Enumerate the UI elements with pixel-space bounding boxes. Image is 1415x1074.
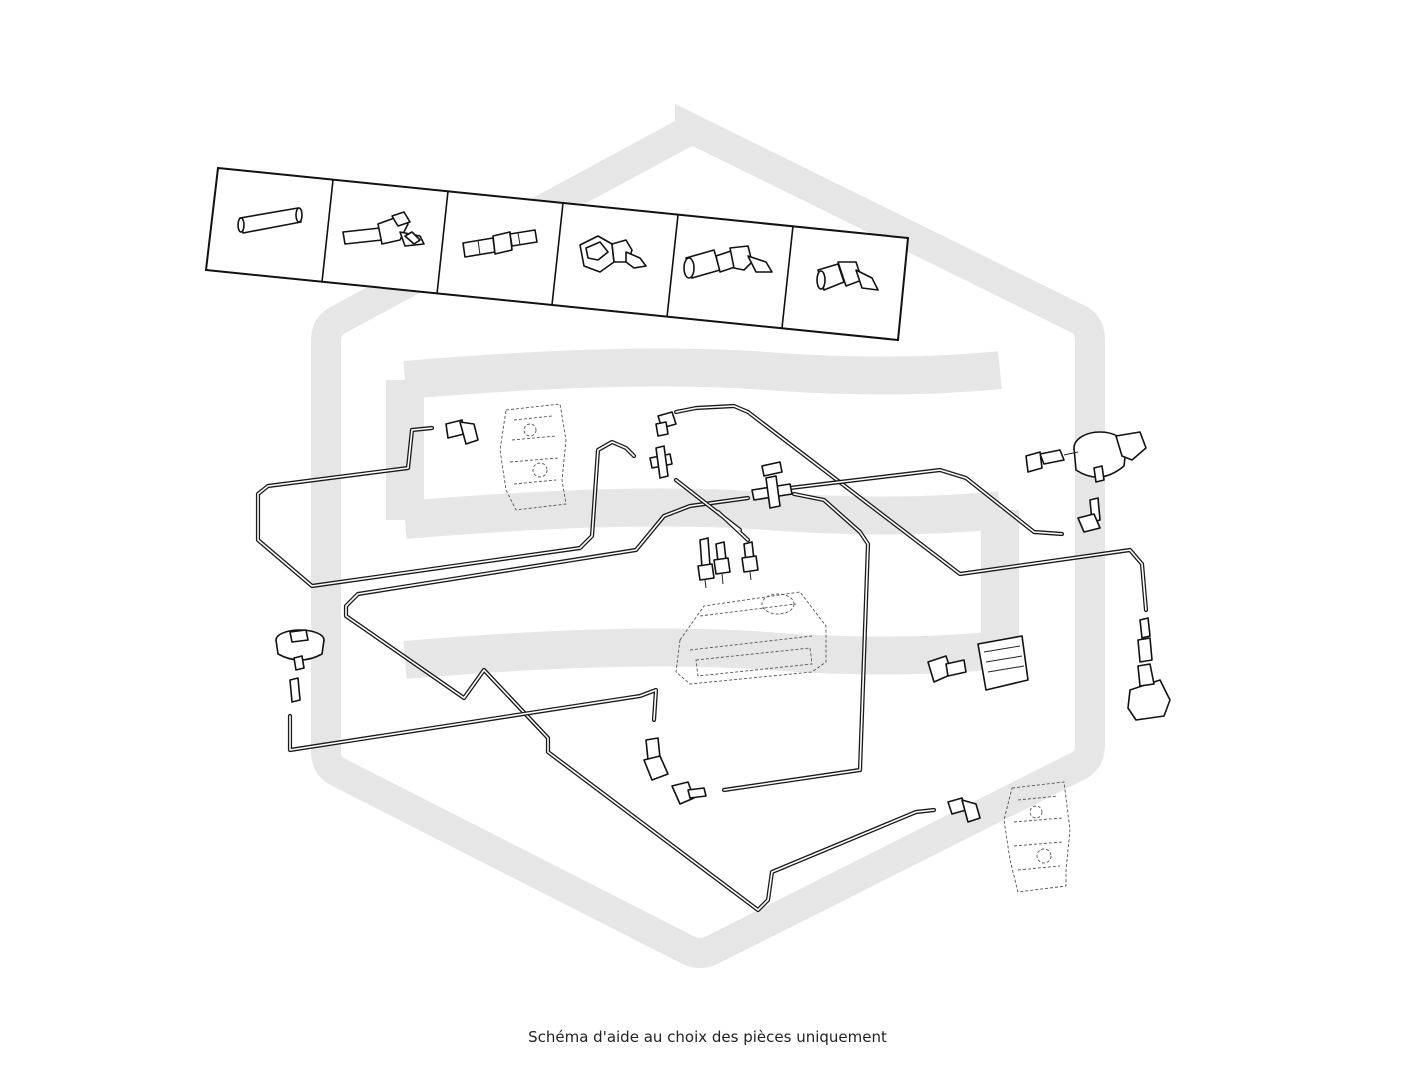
engine-block-right-icon bbox=[1003, 781, 1071, 893]
elbow-reducer-connector-icon bbox=[342, 211, 425, 247]
straight-reducer-connector-icon bbox=[462, 229, 538, 258]
elbow-fitting-lower-icon bbox=[643, 737, 707, 805]
tee-fitting-upper-icon bbox=[649, 445, 673, 479]
tee-fitting-center-icon bbox=[751, 475, 793, 509]
control-unit-icon bbox=[675, 591, 827, 685]
vacuum-actuator-left-icon bbox=[275, 629, 325, 703]
brand-logo-watermark-icon bbox=[311, 103, 1105, 968]
elbow-fitting-right-icon bbox=[1077, 497, 1101, 533]
connector-legend bbox=[204, 166, 910, 342]
cylinder-elbow-connector-icon bbox=[683, 245, 773, 279]
clip-elbow-connector-icon bbox=[579, 235, 647, 273]
straight-connector-loose-icon bbox=[761, 461, 783, 477]
vacuum-connector-left-icon bbox=[445, 419, 479, 445]
diagram-caption: Schéma d'aide au choix des pièces unique… bbox=[528, 1028, 887, 1046]
short-elbow-connector-icon bbox=[816, 261, 879, 291]
solenoid-valve-cluster-icon bbox=[697, 537, 759, 589]
pressure-sensor-right-icon bbox=[1127, 617, 1171, 721]
elbow-fitting-top-icon bbox=[655, 411, 677, 437]
vacuum-pump-icon bbox=[1025, 431, 1147, 483]
straight-connector-icon bbox=[237, 207, 303, 234]
engine-block-left-icon bbox=[499, 403, 567, 511]
vacuum-tubes bbox=[255, 403, 1149, 913]
vacuum-connector-right-icon bbox=[947, 797, 981, 823]
pressure-converter-icon bbox=[927, 635, 1029, 691]
